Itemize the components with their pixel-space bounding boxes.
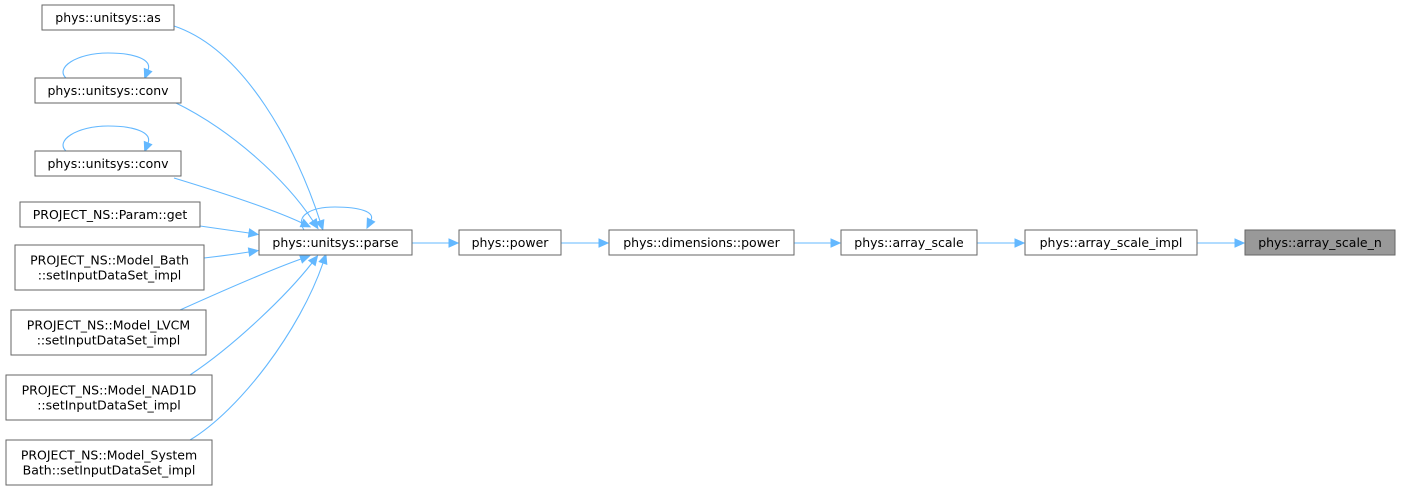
node-label: phys::unitsys::conv (47, 156, 169, 171)
arrowhead-icon (143, 140, 153, 153)
edge-dim_power-to-array_scale (794, 238, 842, 248)
node-box (19, 201, 201, 228)
arrowhead-icon (299, 218, 312, 228)
node-label: phys::unitsys::conv (47, 83, 169, 98)
nodes-layer: phys::unitsys::asphys::unitsys::convphys… (5, 4, 1396, 486)
arrowhead-icon (318, 253, 328, 266)
node-array-scale-n: phys::array_scale_n (1244, 229, 1396, 256)
node-array-scale-impl[interactable]: phys::array_scale_impl (1024, 229, 1198, 256)
arrowhead-icon (598, 238, 610, 248)
node-label: phys::power (472, 235, 550, 250)
node-box (258, 229, 413, 256)
edge-line (199, 225, 250, 234)
node-label: PROJECT_NS::Model_LVCM (27, 318, 190, 333)
node-as[interactable]: phys::unitsys::as (41, 4, 175, 31)
edge-conv2-to-parse (173, 177, 312, 228)
edge-line (300, 206, 373, 231)
node-model-nad1d[interactable]: PROJECT_NS::Model_NAD1D::setInputDataSet… (5, 374, 213, 421)
node-box (1244, 229, 1396, 256)
node-label: Bath::setInputDataSet_impl (23, 463, 196, 478)
node-label: phys::unitsys::as (55, 10, 160, 25)
edge-array_scale-to-array_scale_impl (977, 238, 1026, 248)
edge-model_nad1d-to-parse (189, 254, 319, 376)
arrowhead-icon (308, 217, 319, 230)
arrowhead-icon (247, 247, 260, 257)
edge-as-to-parse (173, 25, 325, 231)
edge-model_bath-to-parse (203, 247, 260, 259)
node-label: phys::array_scale_n (1258, 235, 1382, 250)
node-dim-power[interactable]: phys::dimensions::power (608, 229, 795, 256)
arrowhead-icon (247, 228, 260, 238)
node-box (5, 439, 213, 486)
node-box (840, 229, 978, 256)
node-box (34, 150, 182, 177)
node-box (5, 374, 213, 421)
node-label: phys::array_scale (854, 235, 964, 250)
edge-line (203, 251, 250, 259)
edge-conv1-to-parse (173, 101, 319, 230)
edge-line (173, 177, 303, 224)
node-box (458, 229, 562, 256)
node-box (14, 244, 205, 291)
node-label: PROJECT_NS::Model_NAD1D (22, 383, 197, 398)
node-label: phys::unitsys::parse (272, 235, 398, 250)
node-label: phys::dimensions::power (623, 235, 780, 250)
edge-line (189, 262, 313, 376)
node-power[interactable]: phys::power (458, 229, 562, 256)
arrowhead-icon (1234, 238, 1246, 248)
edge-parse-to-power (412, 238, 460, 248)
edge-parse-to-parse (300, 206, 376, 231)
node-box (608, 229, 795, 256)
node-label: ::setInputDataSet_impl (37, 398, 181, 413)
edge-line (173, 25, 321, 222)
arrowhead-icon (830, 238, 842, 248)
edge-line (189, 262, 324, 441)
node-model-bath[interactable]: PROJECT_NS::Model_Bath::setInputDataSet_… (14, 244, 205, 291)
node-param-get[interactable]: PROJECT_NS::Param::get (19, 201, 201, 228)
edge-model_systembath-to-parse (189, 253, 328, 441)
edge-line (62, 52, 150, 79)
edge-conv1-to-conv1 (62, 52, 153, 80)
arrowhead-icon (307, 254, 319, 267)
arrowhead-icon (1014, 238, 1026, 248)
node-label: ::setInputDataSet_impl (38, 268, 182, 283)
node-label: PROJECT_NS::Param::get (33, 207, 188, 222)
edge-power-to-dim_power (561, 238, 610, 248)
node-model-systembath[interactable]: PROJECT_NS::Model_SystemBath::setInputDa… (5, 439, 213, 486)
node-conv1[interactable]: phys::unitsys::conv (34, 77, 182, 104)
edge-line (173, 101, 314, 222)
node-model-lvcm[interactable]: PROJECT_NS::Model_LVCM::setInputDataSet_… (10, 309, 207, 356)
node-box (41, 4, 175, 31)
edge-array_scale_impl-to-array_scale_n (1197, 238, 1246, 248)
node-label: PROJECT_NS::Model_System (21, 448, 197, 463)
edges-layer (62, 25, 1246, 441)
node-array-scale[interactable]: phys::array_scale (840, 229, 978, 256)
arrowhead-icon (315, 219, 325, 231)
node-box (10, 309, 207, 356)
arrowhead-icon (448, 238, 460, 248)
node-parse[interactable]: phys::unitsys::parse (258, 229, 413, 256)
edge-line (179, 258, 302, 311)
edge-conv2-to-conv2 (62, 125, 153, 153)
node-label: PROJECT_NS::Model_Bath (30, 253, 189, 268)
edge-line (62, 125, 150, 152)
edge-param_get-to-parse (199, 225, 260, 238)
node-box (1024, 229, 1198, 256)
arrowhead-icon (143, 67, 153, 80)
edge-model_lvcm-to-parse (179, 254, 311, 311)
node-label: ::setInputDataSet_impl (37, 333, 181, 348)
arrowhead-icon (298, 254, 311, 264)
node-conv2[interactable]: phys::unitsys::conv (34, 150, 182, 177)
arrowhead-icon (366, 217, 376, 230)
node-box (34, 77, 182, 104)
node-label: phys::array_scale_impl (1040, 235, 1183, 250)
